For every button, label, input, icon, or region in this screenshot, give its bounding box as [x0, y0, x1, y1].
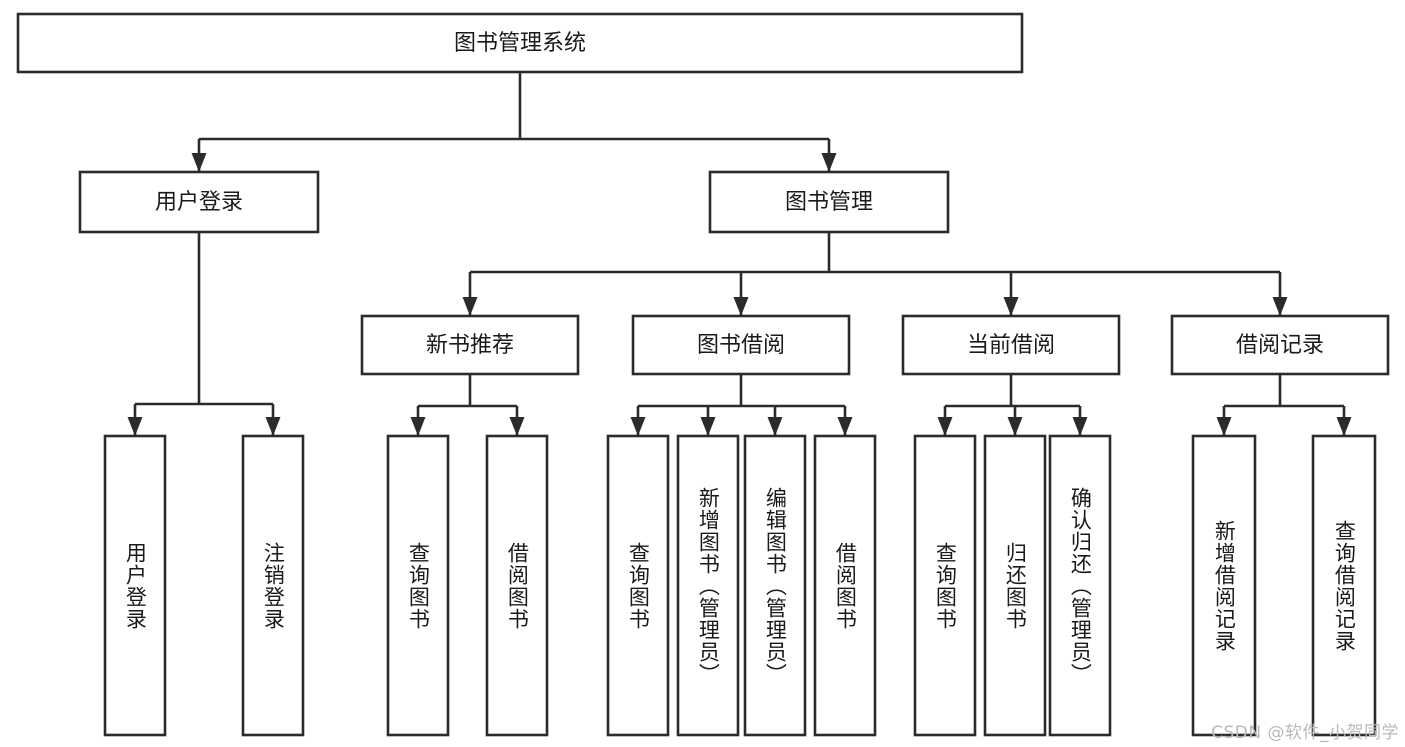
- book-mgmt-arrow-2: [1003, 297, 1019, 316]
- connector-layer: [127, 72, 1352, 436]
- node-e69fa5e8afa2e59bbee4b9a6-leaf-label: 查询图书: [933, 541, 958, 630]
- node-e5809fe99885e8aeb0e5bd95-box[interactable]: [1170, 314, 1390, 376]
- node-e5809fe99885e8aeb0e5bd95-arrow-0: [1216, 417, 1232, 436]
- node-e69fa5e8afa2e59bbee4b9a6-leaf-label: 查询图书: [626, 541, 651, 630]
- node-e6b3a8e99480e799bbe5bd95-leaf-label-wrap: 注销登录: [243, 436, 303, 735]
- node-e59bbee4b9a6e7aea1e79086-box[interactable]: [708, 170, 950, 234]
- node-e59bbee4b9a6e5809fe99885-arrow-0: [630, 417, 646, 436]
- node-e69fa5e8afa2e5809fe99885e8ae-leaf-box[interactable]: [1311, 434, 1377, 737]
- node-e5809fe99885e59bbee4b9a6-leaf-label-wrap: 借阅图书: [815, 436, 875, 735]
- node-e794a8e688b7e799bbe5bd95-label: 用户登录: [155, 190, 243, 215]
- node-e69fa5e8afa2e59bbee4b9a6-leaf-box[interactable]: [913, 434, 977, 737]
- node-e5bd93e5898de5809fe99885-arrow-2: [1072, 417, 1088, 436]
- user-login-arrow-0: [127, 417, 143, 436]
- node-e59bbee4b9a6e5809fe99885-arrow-3: [837, 417, 853, 436]
- node-e5809fe99885e59bbee4b9a6-leaf-label: 借阅图书: [833, 541, 858, 630]
- node-e5809fe99885e59bbee4b9a6-leaf-box[interactable]: [813, 434, 877, 737]
- node-e69fa5e8afa2e59bbee4b9a6-leaf-box[interactable]: [606, 434, 670, 737]
- node-e696b0e4b9a6e68ea8e88d90-arrow-1: [509, 417, 525, 436]
- node-e696b0e4b9a6e68ea8e88d90-box[interactable]: [360, 314, 580, 376]
- user-login-arrow-1: [265, 417, 281, 436]
- node-e7bc96e8be91e59bbee4b9a6efbc-leaf-label-wrap: 编辑图书（管理员）: [745, 436, 805, 735]
- node-e794a8e688b7e799bbe5bd95-leaf-label-wrap: 用户登录: [105, 436, 165, 735]
- node-e696b0e4b9a6e68ea8e88d90-arrow-0: [410, 417, 426, 436]
- book-mgmt-arrow-0: [462, 297, 478, 316]
- node-e69fa5e8afa2e59bbee4b9a6-leaf-box[interactable]: [386, 434, 450, 737]
- node-e59bbee4b9a6e5809fe99885-box[interactable]: [631, 314, 851, 376]
- node-e5809fe99885e59bbee4b9a6-leaf-label: 借阅图书: [505, 541, 530, 630]
- node-e5bd92e8bf98e59bbee4b9a6-leaf-label: 归还图书: [1003, 541, 1028, 630]
- node-e69fa5e8afa2e59bbee4b9a6-leaf-label: 查询图书: [406, 541, 431, 630]
- node-e696b0e5a29ee5809fe99885e8ae-leaf-box[interactable]: [1191, 434, 1257, 737]
- node-e69fa5e8afa2e5809fe99885e8ae-leaf-label-wrap: 查询借阅记录: [1313, 436, 1375, 735]
- node-e696b0e5a29ee5809fe99885e8ae-leaf-label: 新增借阅记录: [1212, 519, 1237, 652]
- node-e6b3a8e99480e799bbe5bd95-leaf-box[interactable]: [241, 434, 305, 737]
- node-e696b0e4b9a6e68ea8e88d90-label: 新书推荐: [426, 333, 514, 358]
- csdn-watermark: CSDN @软件_小贺同学: [1211, 723, 1399, 743]
- node-e59bbee4b9a6e5809fe99885-arrow-2: [767, 417, 783, 436]
- node-e59bbee4b9a6e7aea1e79086e7b3-label: 图书管理系统: [454, 31, 586, 56]
- node-e7a1aee8aea4e5bd92e8bf98efbc-leaf-label: 确认归还（管理员）: [1068, 486, 1093, 685]
- node-e696b0e5a29ee59bbee4b9a6efbc-leaf-label-wrap: 新增图书（管理员）: [678, 436, 738, 735]
- node-e69fa5e8afa2e59bbee4b9a6-leaf-label-wrap: 查询图书: [915, 436, 975, 735]
- node-e59bbee4b9a6e5809fe99885-arrow-1: [700, 417, 716, 436]
- node-e5809fe99885e59bbee4b9a6-leaf-label-wrap: 借阅图书: [487, 436, 547, 735]
- node-e5bd93e5898de5809fe99885-arrow-1: [1007, 417, 1023, 436]
- node-e794a8e688b7e799bbe5bd95-box[interactable]: [78, 170, 320, 234]
- node-e69fa5e8afa2e59bbee4b9a6-leaf-label-wrap: 查询图书: [388, 436, 448, 735]
- node-e7a1aee8aea4e5bd92e8bf98efbc-leaf-label-wrap: 确认归还（管理员）: [1050, 436, 1110, 735]
- node-e59bbee4b9a6e7aea1e79086-label: 图书管理: [785, 190, 873, 215]
- node-e5bd93e5898de5809fe99885-label: 当前借阅: [967, 333, 1055, 358]
- node-e7a1aee8aea4e5bd92e8bf98efbc-leaf-box[interactable]: [1048, 434, 1112, 737]
- node-e5809fe99885e8aeb0e5bd95-label: 借阅记录: [1236, 333, 1324, 358]
- node-box-layer: [16, 12, 1390, 737]
- node-e59bbee4b9a6e7aea1e79086e7b3-box[interactable]: [16, 12, 1024, 74]
- node-e5bd92e8bf98e59bbee4b9a6-leaf-label-wrap: 归还图书: [985, 436, 1045, 735]
- node-e5809fe99885e59bbee4b9a6-leaf-box[interactable]: [485, 434, 549, 737]
- node-e5bd93e5898de5809fe99885-arrow-0: [937, 417, 953, 436]
- node-e7bc96e8be91e59bbee4b9a6efbc-leaf-label: 编辑图书（管理员）: [763, 486, 788, 685]
- node-e794a8e688b7e799bbe5bd95-leaf-box[interactable]: [103, 434, 167, 737]
- node-e59bbee4b9a6e5809fe99885-label: 图书借阅: [697, 333, 785, 358]
- book-mgmt-arrow-1: [733, 297, 749, 316]
- node-e5bd93e5898de5809fe99885-box[interactable]: [901, 314, 1121, 376]
- node-e7bc96e8be91e59bbee4b9a6efbc-leaf-box[interactable]: [743, 434, 807, 737]
- node-e6b3a8e99480e799bbe5bd95-leaf-label: 注销登录: [261, 541, 286, 630]
- node-e696b0e5a29ee59bbee4b9a6efbc-leaf-label: 新增图书（管理员）: [696, 486, 721, 685]
- root-arrow-0: [191, 153, 207, 172]
- node-e69fa5e8afa2e5809fe99885e8ae-leaf-label: 查询借阅记录: [1332, 519, 1357, 652]
- node-e69fa5e8afa2e59bbee4b9a6-leaf-label-wrap: 查询图书: [608, 436, 668, 735]
- node-e696b0e5a29ee59bbee4b9a6efbc-leaf-box[interactable]: [676, 434, 740, 737]
- node-e696b0e5a29ee5809fe99885e8ae-leaf-label-wrap: 新增借阅记录: [1193, 436, 1255, 735]
- node-e5809fe99885e8aeb0e5bd95-arrow-1: [1336, 417, 1352, 436]
- book-mgmt-arrow-3: [1272, 297, 1288, 316]
- node-e794a8e688b7e799bbe5bd95-leaf-label: 用户登录: [123, 541, 148, 630]
- root-arrow-1: [821, 153, 837, 172]
- node-e5bd92e8bf98e59bbee4b9a6-leaf-box[interactable]: [983, 434, 1047, 737]
